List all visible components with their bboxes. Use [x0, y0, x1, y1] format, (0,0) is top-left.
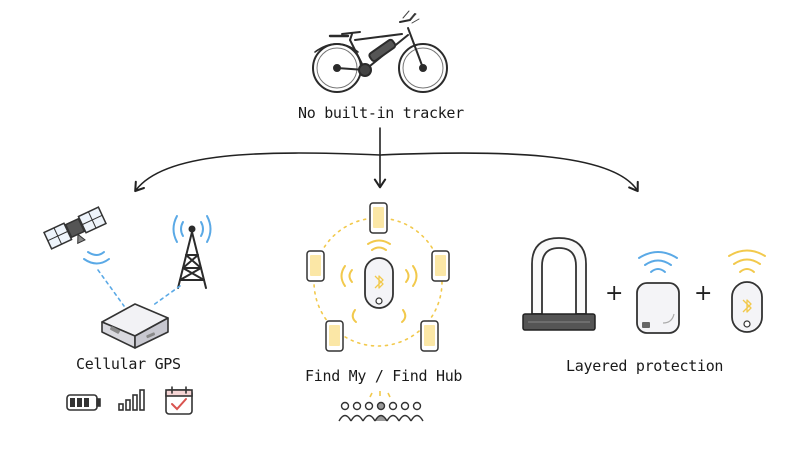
gps-links	[97, 269, 181, 307]
bluetooth-tag-icon	[731, 281, 763, 333]
bluetooth-signal-icon	[728, 249, 766, 273]
cell-tower-signal-icon	[172, 215, 212, 243]
smartphone-icon	[369, 202, 388, 234]
branch-label-find-my: Find My / Find Hub	[305, 367, 463, 385]
arrow-right	[379, 152, 639, 193]
smartphone-icon	[420, 320, 439, 352]
gps-tracker-icon	[101, 303, 169, 349]
calendar-check-icon	[165, 386, 193, 415]
cell-tower-icon	[177, 225, 207, 289]
branch-label-layered-protection: Layered protection	[566, 357, 724, 375]
arrow-left	[134, 152, 381, 193]
gps-tracker-icon	[636, 282, 680, 334]
branch-arrows	[134, 127, 639, 193]
satellite-signal-icon	[83, 251, 110, 265]
bluetooth-tag-icon	[364, 257, 394, 309]
plus-sign: +	[605, 281, 624, 306]
signal-bars-icon	[118, 389, 145, 411]
plus-sign: +	[694, 281, 713, 306]
battery-icon	[66, 394, 101, 411]
smartphone-icon	[325, 320, 344, 352]
u-lock-icon	[522, 237, 596, 331]
crowd-icon	[338, 391, 424, 422]
smartphone-icon	[431, 250, 450, 282]
satellite-icon	[43, 206, 107, 250]
bicycle-icon	[312, 10, 448, 93]
smartphone-icon	[306, 250, 325, 282]
bluetooth-signal-icon	[340, 239, 418, 323]
root-label: No built-in tracker	[298, 104, 464, 122]
wifi-signal-icon	[638, 251, 678, 273]
branch-label-cellular-gps: Cellular GPS	[76, 355, 181, 373]
